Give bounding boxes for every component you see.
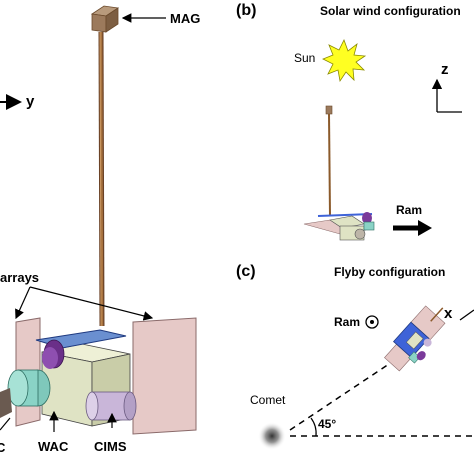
solar-wind-spacecraft bbox=[303, 105, 375, 241]
partial-object bbox=[0, 388, 12, 418]
angle-arc bbox=[310, 417, 317, 437]
solar-array-right bbox=[132, 317, 197, 435]
panel-b-title: Solar wind configuration bbox=[320, 4, 461, 18]
comet-label: Comet bbox=[250, 393, 286, 407]
panel-c-letter: (c) bbox=[236, 263, 256, 280]
flyby-spacecraft bbox=[384, 305, 446, 372]
flyby-trajectory-dashed bbox=[289, 361, 393, 431]
y-axis-label: y bbox=[26, 93, 35, 110]
x-axis-arrow bbox=[459, 309, 474, 321]
mag-instrument bbox=[90, 5, 120, 33]
panel-b-letter: (b) bbox=[236, 2, 256, 19]
panel-c-title: Flyby configuration bbox=[334, 265, 445, 279]
ram-label-c: Ram bbox=[334, 315, 360, 329]
comet-nucleus bbox=[258, 422, 286, 450]
panel-b: (b) Solar wind configuration Sun z Ram bbox=[236, 2, 462, 241]
cims-label: CIMS bbox=[94, 439, 127, 454]
arrays-pointer-right bbox=[29, 286, 154, 321]
wac-instrument bbox=[42, 339, 65, 369]
wac-label: WAC bbox=[38, 439, 69, 454]
mag-boom bbox=[98, 31, 105, 327]
z-axis-label: z bbox=[441, 61, 449, 78]
ram-label-b: Ram bbox=[396, 203, 422, 217]
panel-a: y MAG arrays bbox=[0, 5, 200, 455]
cims-instrument bbox=[85, 391, 137, 421]
partial-c-label: C bbox=[0, 440, 6, 455]
panel-c: (c) Flyby configuration Ram x Comet 45° bbox=[236, 263, 474, 450]
ram-out-of-page-icon bbox=[365, 315, 379, 329]
mag-label: MAG bbox=[170, 11, 200, 26]
sun-label: Sun bbox=[294, 51, 315, 65]
partial-c-pointer bbox=[0, 417, 11, 431]
sun-icon bbox=[322, 38, 367, 83]
arrays-pointer-left bbox=[15, 286, 31, 320]
arrays-label: arrays bbox=[0, 270, 39, 285]
teal-instrument bbox=[7, 369, 51, 407]
x-axis-label: x bbox=[444, 305, 453, 322]
ram-arrowhead-b bbox=[418, 220, 432, 236]
angle-label: 45° bbox=[318, 417, 336, 431]
